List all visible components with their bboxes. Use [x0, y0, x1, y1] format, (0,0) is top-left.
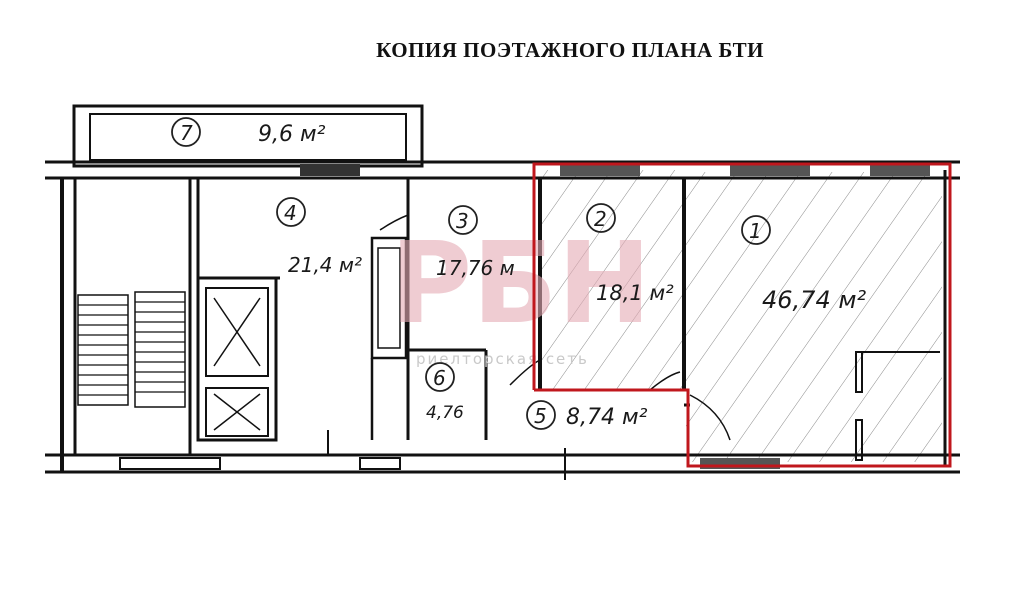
room-1-area: 46,74 м²	[762, 286, 866, 314]
room-7-area: 9,6 м²	[258, 122, 326, 147]
room-labels: 7 9,6 м² 4 21,4 м² 3 17,76 м 2 18,1 м² 1…	[171, 117, 866, 430]
watermark-tagline: риелторская сеть	[416, 350, 589, 368]
interior-walls	[196, 178, 940, 480]
room-1-circle	[741, 215, 771, 245]
exterior-walls	[45, 160, 960, 474]
highlight-frame	[532, 162, 952, 468]
room-6-number: 6	[433, 366, 446, 390]
room-3-circle	[448, 205, 478, 235]
balcony	[72, 104, 424, 168]
elevator-shafts	[196, 276, 278, 442]
room-7-circle	[171, 117, 201, 147]
page-title: КОПИЯ ПОЭТАЖНОГО ПЛАНА БТИ	[376, 38, 764, 62]
watermark: РБН риелторская сеть	[390, 219, 651, 368]
room-6-area: 4,76	[426, 403, 464, 423]
room-4-circle	[276, 197, 306, 227]
room-2-hatching	[542, 170, 682, 390]
room-6-circle	[425, 362, 455, 392]
room-3-area: 17,76 м	[436, 256, 515, 280]
stairwell	[73, 178, 192, 455]
room-1-hatching	[686, 172, 942, 462]
room-1-number: 1	[749, 219, 762, 243]
room-3-number: 3	[456, 209, 469, 233]
room-7-number: 7	[180, 121, 193, 145]
room-4-number: 4	[284, 201, 297, 225]
room-2-area: 18,1 м²	[596, 281, 674, 305]
room-5-number: 5	[534, 404, 547, 428]
room-2-circle	[586, 203, 616, 233]
room-2-number: 2	[594, 207, 607, 231]
room-4-area: 21,4 м²	[288, 253, 362, 277]
room-5-circle	[526, 400, 556, 430]
watermark-logo: РБН	[390, 219, 651, 349]
room-5-area: 8,74 м²	[566, 405, 648, 430]
